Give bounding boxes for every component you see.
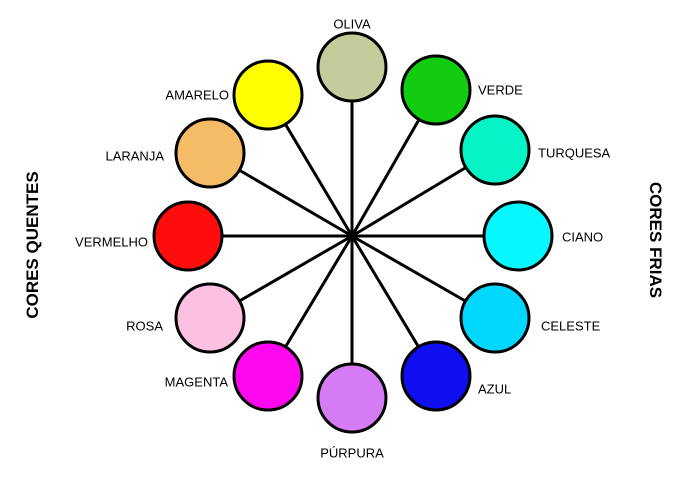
color-label-laranja: LARANJA	[105, 148, 164, 163]
color-labels: OLIVA VERDE TURQUESA CIANO CELESTE AZUL PÚRPUR…	[75, 16, 611, 460]
color-dot-purpura	[316, 362, 388, 434]
color-label-celeste: CELESTE	[541, 318, 601, 333]
color-dot-rosa	[174, 282, 246, 354]
spokes	[188, 67, 518, 398]
color-dot-magenta	[232, 340, 304, 412]
color-dot-ciano	[482, 200, 554, 272]
color-dots	[152, 31, 554, 434]
warm-colors-label: CORES QUENTES	[23, 171, 42, 319]
color-dot-verde	[400, 54, 472, 126]
color-label-verde: VERDE	[478, 82, 523, 97]
color-label-magenta: MAGENTA	[165, 374, 229, 389]
color-label-vermelho: VERMELHO	[75, 234, 148, 249]
color-label-amarelo: AMARELO	[165, 87, 229, 102]
color-label-oliva: OLIVA	[333, 16, 371, 31]
color-dot-turquesa	[459, 114, 531, 186]
color-dot-azul	[400, 340, 472, 412]
color-dot-vermelho	[152, 200, 224, 272]
color-label-rosa: ROSA	[126, 318, 163, 333]
color-dot-laranja	[174, 117, 246, 189]
color-label-purpura: PÚRPURA	[320, 445, 384, 460]
cool-colors-label: CORES FRIAS	[646, 181, 665, 299]
color-dot-celeste	[459, 282, 531, 354]
color-label-turquesa: TURQUESA	[538, 145, 611, 160]
color-dot-oliva	[316, 31, 388, 103]
color-label-azul: AZUL	[478, 381, 511, 396]
color-dot-amarelo	[232, 59, 304, 131]
color-label-ciano: CIANO	[562, 229, 603, 244]
